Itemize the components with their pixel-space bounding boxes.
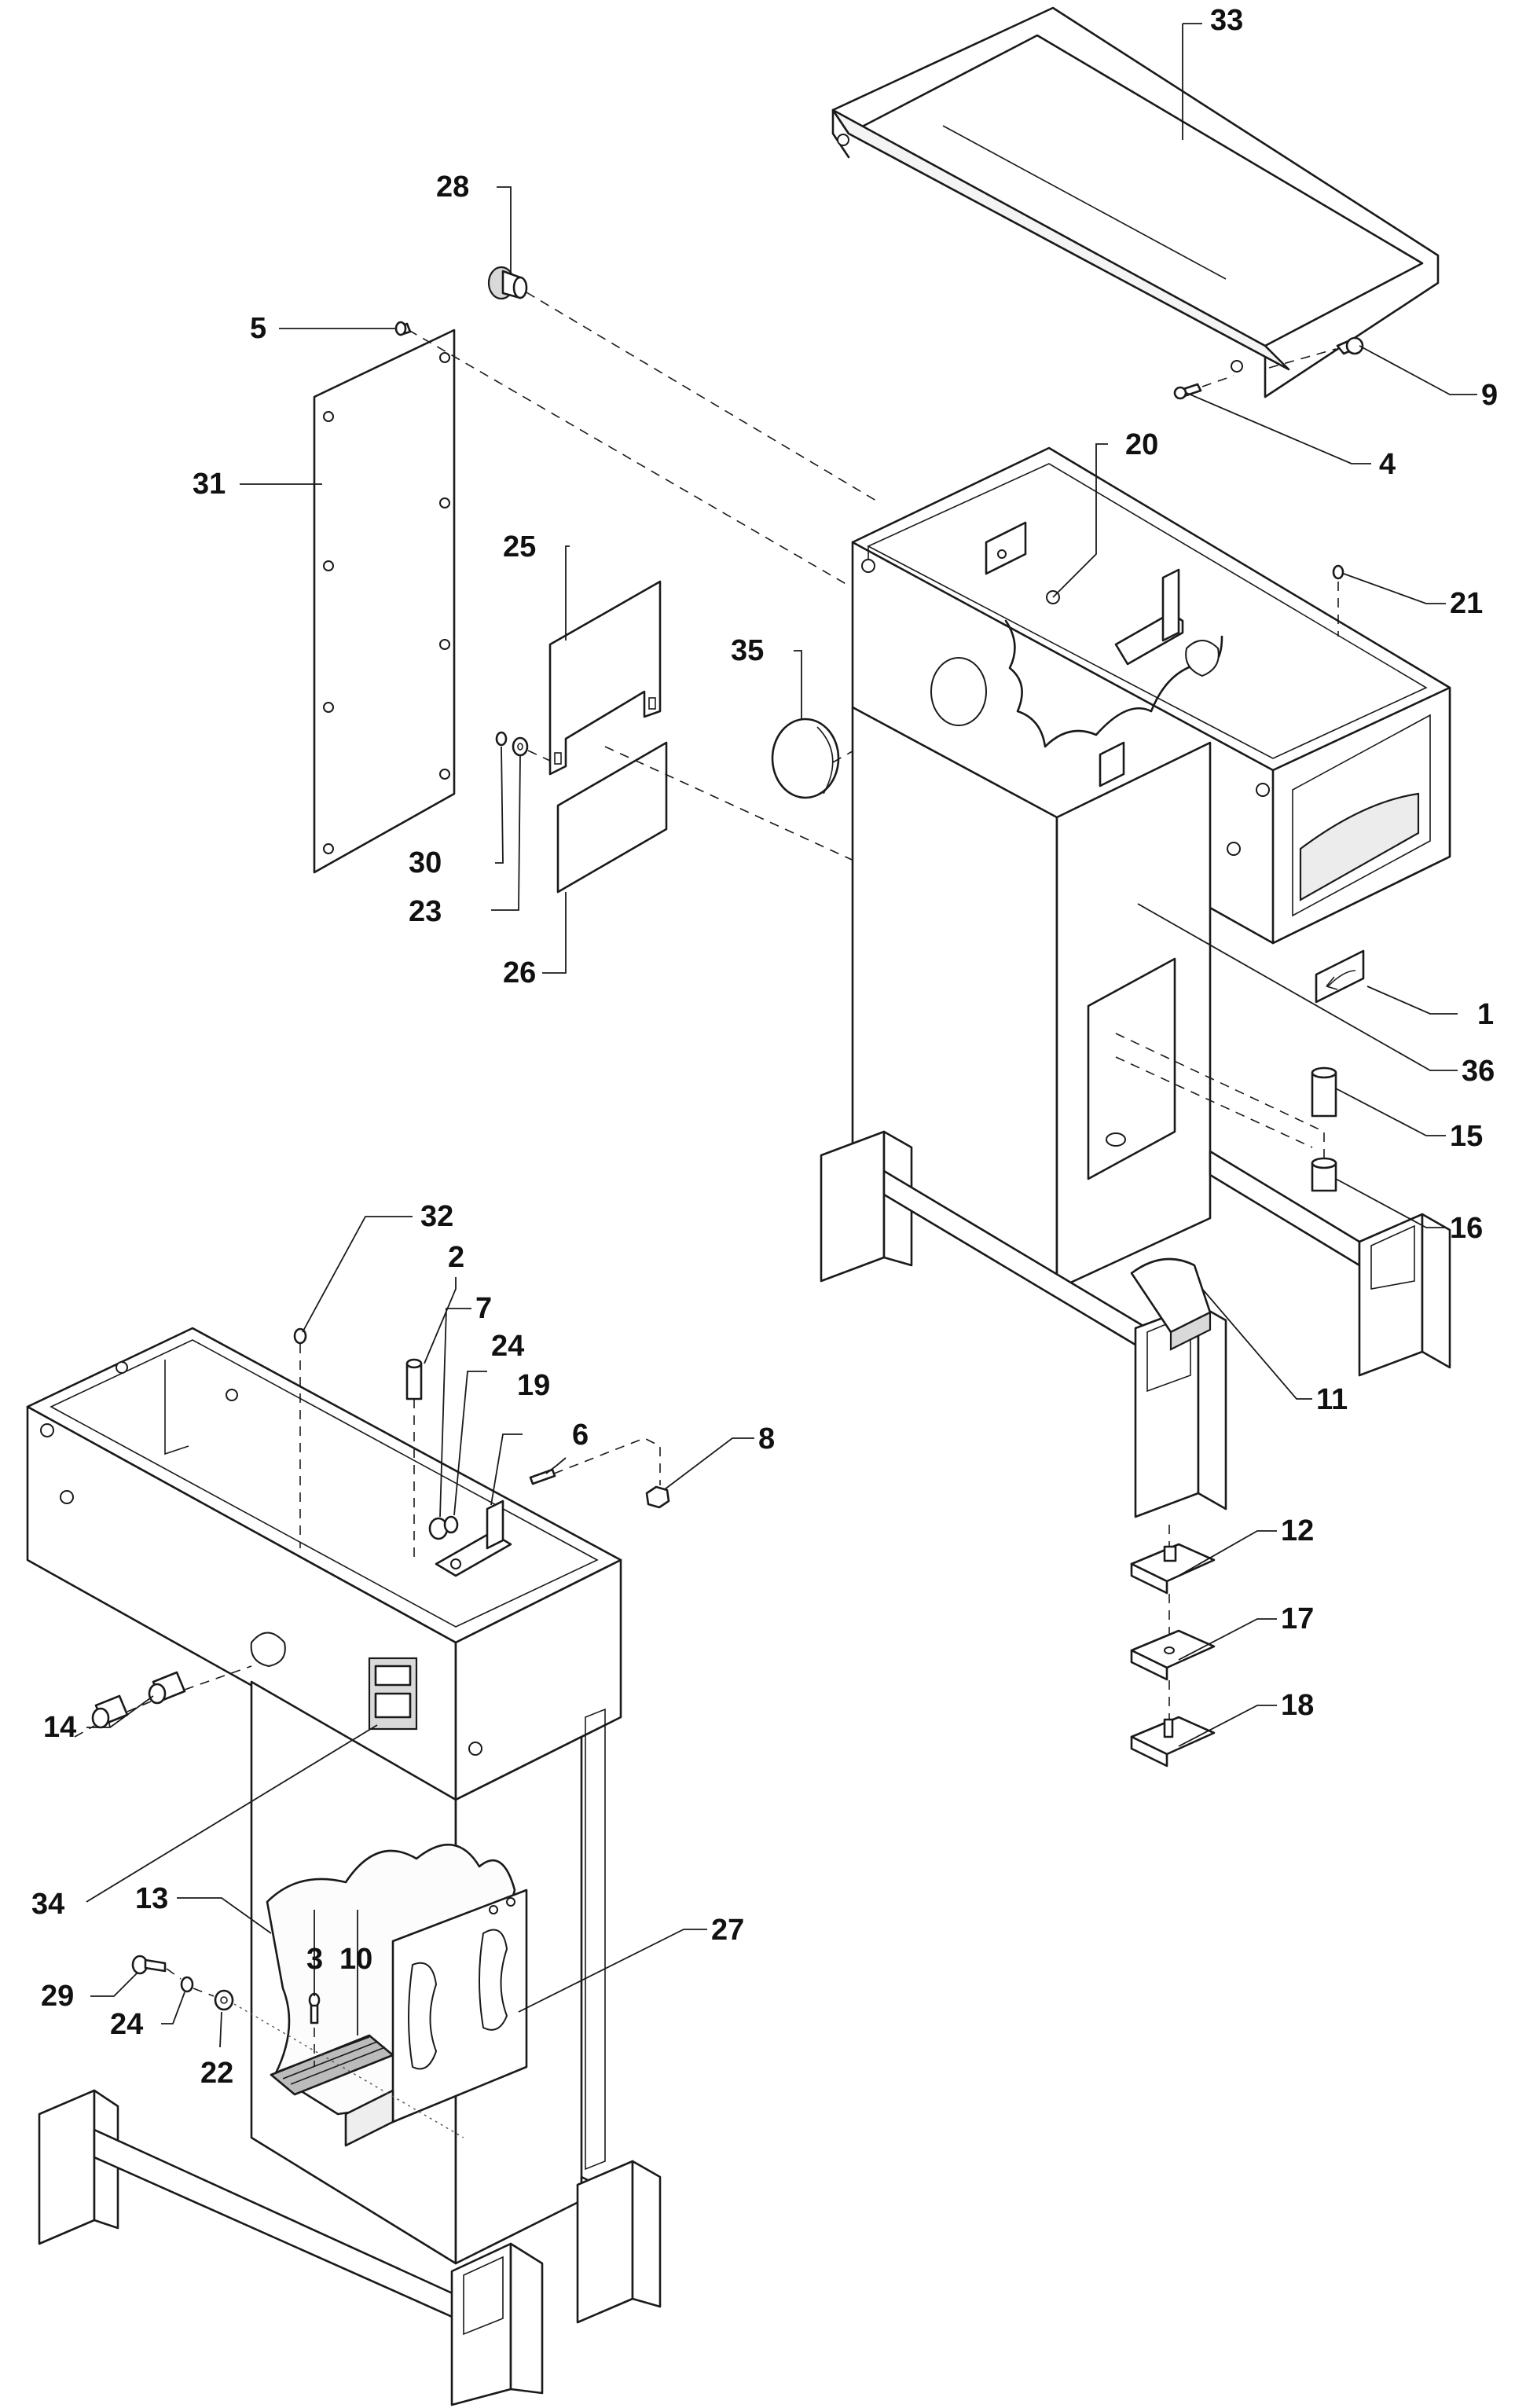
callout-18: 18: [1281, 1689, 1314, 1722]
callout-5: 5: [250, 312, 266, 345]
screw-part-5: [394, 321, 412, 336]
callout-4: 4: [1379, 448, 1396, 481]
top-cover-part-33: [831, 6, 1440, 398]
screw-part-21: [1332, 564, 1344, 580]
bushing-part-14: [91, 1671, 186, 1729]
screw-part-9: [1336, 336, 1364, 355]
callout-24-top: 24: [491, 1330, 524, 1363]
stud-part-2: [405, 1358, 423, 1400]
callout-35: 35: [731, 634, 764, 667]
callout-33: 33: [1210, 4, 1243, 37]
back-panel-part-31: [313, 329, 456, 874]
callout-1: 1: [1477, 998, 1494, 1031]
callout-36: 36: [1462, 1055, 1495, 1088]
callout-8: 8: [758, 1422, 775, 1455]
callout-11: 11: [1316, 1383, 1348, 1416]
bracket-part-19: [435, 1499, 512, 1577]
arrow-label-part-1: [1315, 949, 1365, 1004]
stand-column-left: [38, 1680, 662, 2406]
foot-pad-part-12: [1130, 1543, 1216, 1595]
upper-housing-right: [851, 446, 1451, 945]
plug-part-35: [771, 718, 840, 799]
plate-part-26: [556, 741, 668, 894]
screw-part-32: [293, 1327, 307, 1345]
callout-3: 3: [306, 1943, 323, 1976]
leader-lines: [86, 23, 1477, 2048]
callout-24-bottom: 24: [110, 2008, 143, 2041]
callout-10: 10: [339, 1943, 372, 1976]
callout-20: 20: [1125, 428, 1158, 461]
plate-part-25: [548, 580, 662, 776]
callout-34: 34: [31, 1888, 64, 1921]
washer-part-22: [214, 1989, 234, 2011]
callout-28: 28: [436, 171, 469, 204]
bolt-part-29: [131, 1955, 167, 1975]
callout-27: 27: [711, 1914, 744, 1947]
screw-part-4: [1173, 383, 1202, 400]
foot-pad-part-18: [1130, 1716, 1216, 1767]
callout-23: 23: [409, 895, 442, 928]
callout-25: 25: [503, 530, 536, 563]
callout-12: 12: [1281, 1514, 1314, 1547]
callout-32: 32: [420, 1200, 453, 1233]
callout-7: 7: [475, 1292, 492, 1325]
callout-13: 13: [135, 1882, 168, 1915]
callout-16: 16: [1450, 1212, 1483, 1245]
foot-pad-part-17: [1130, 1629, 1216, 1681]
washer-part-24b: [180, 1976, 194, 1993]
callout-22: 22: [200, 2057, 233, 2090]
callout-labels: 33 28 5 9 4 31 20 25 21 35 30 23 26 1 36…: [31, 4, 1498, 2090]
screw-part-30: [495, 731, 508, 747]
callout-31: 31: [193, 468, 226, 501]
bushing-part-16: [1311, 1157, 1337, 1192]
stand-column-right: [820, 706, 1451, 1518]
callout-29: 29: [41, 1980, 74, 2013]
callout-17: 17: [1281, 1602, 1314, 1635]
callout-2: 2: [448, 1241, 464, 1274]
callout-30: 30: [409, 846, 442, 879]
nut-part-8: [645, 1485, 670, 1509]
screw-part-6: [529, 1468, 556, 1485]
bushing-part-15: [1311, 1066, 1337, 1118]
callout-6: 6: [572, 1419, 589, 1452]
cable-gland-part-28: [487, 266, 528, 300]
washer-part-23: [512, 736, 529, 757]
callout-21: 21: [1450, 587, 1483, 620]
callout-9: 9: [1481, 379, 1498, 412]
callout-19: 19: [517, 1369, 550, 1402]
callout-15: 15: [1450, 1120, 1483, 1153]
washer-part-24a: [443, 1515, 459, 1534]
callout-26: 26: [503, 956, 536, 989]
callout-14: 14: [43, 1711, 76, 1744]
screw-part-3: [308, 1992, 321, 2024]
